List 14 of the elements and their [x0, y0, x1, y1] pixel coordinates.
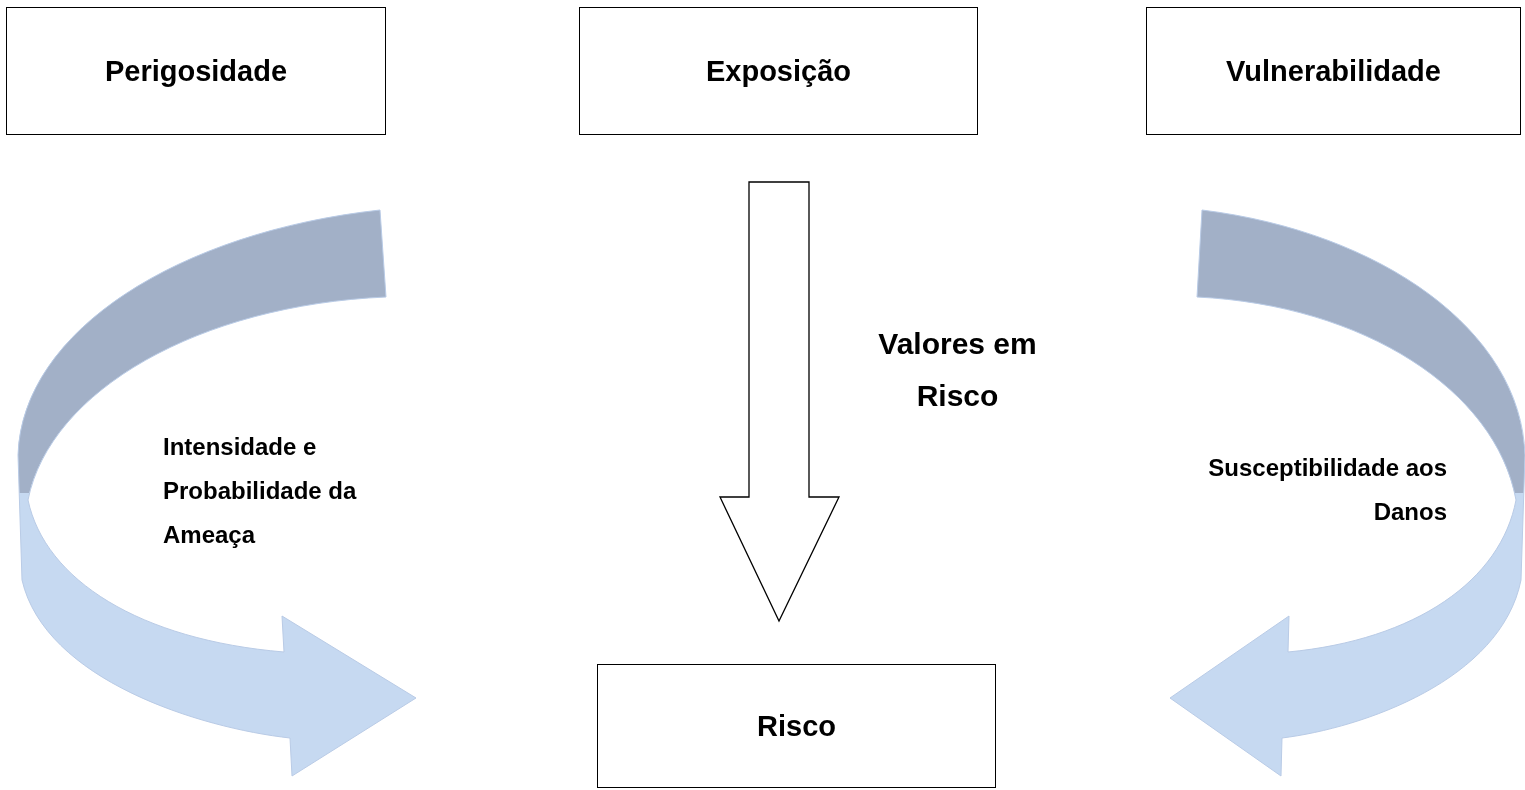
box-label: Exposição — [705, 54, 852, 88]
edge-label: Susceptibilidade aos Danos — [1207, 453, 1447, 527]
edge-label: Intensidade e Probabilidade da Ameaça — [163, 432, 358, 550]
curved-arrow — [1169, 209, 1525, 777]
concept-box — [6, 7, 386, 135]
edge-label: Valores em Risco — [877, 326, 1038, 414]
box-label: Perigosidade — [104, 54, 288, 88]
concept-box — [597, 664, 996, 788]
block-arrow — [718, 181, 841, 623]
concept-box — [1146, 7, 1521, 135]
concept-box — [579, 7, 978, 135]
box-label: Vulnerabilidade — [1226, 54, 1441, 88]
box-label: Risco — [757, 709, 836, 743]
curved-arrow — [17, 209, 417, 777]
